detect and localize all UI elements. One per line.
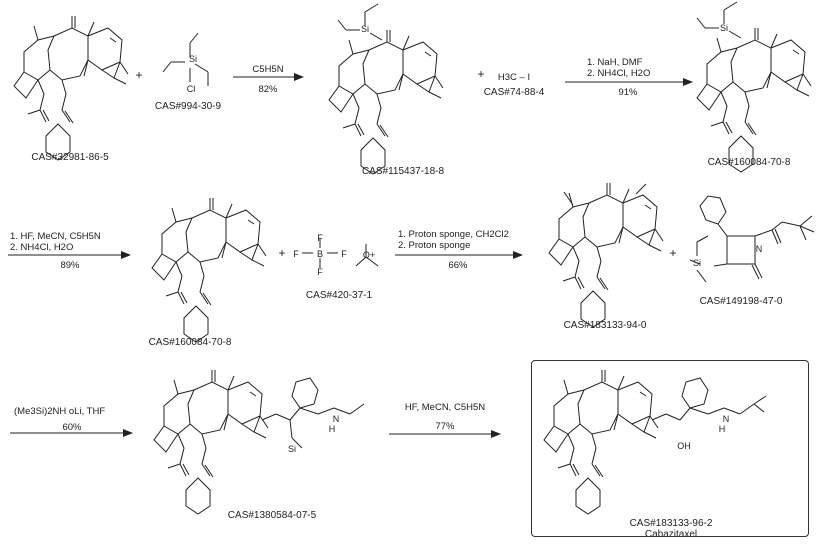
compound-c3-cas: CAS#115437-18-8 bbox=[361, 166, 445, 177]
compound-c8-structure bbox=[548, 182, 664, 328]
compound-c7-atom-f3: F bbox=[341, 249, 347, 259]
compound-c7-atom-f4: F bbox=[317, 267, 323, 277]
reaction-r1-condition-1: C5H5N bbox=[252, 64, 284, 75]
compound-c11-atom-n: N bbox=[722, 414, 730, 424]
compound-c7-atom-f2: F bbox=[293, 249, 299, 259]
reaction-r6-condition-1: HF, MeCN, C5H5N bbox=[404, 402, 486, 413]
compound-c3-atom-si: Si bbox=[360, 24, 370, 34]
compound-c1-cas: CAS#32981-86-5 bbox=[31, 152, 109, 163]
compound-c1-structure bbox=[13, 15, 129, 161]
compound-c7-atom-b: B bbox=[316, 249, 324, 259]
compound-c4-formula: H3C – I bbox=[497, 72, 531, 83]
product-highlight-box bbox=[531, 360, 809, 537]
compound-c10-atom-si: Si bbox=[287, 444, 297, 454]
reaction-r1-yield: 82% bbox=[258, 84, 278, 95]
compound-c10-structure bbox=[153, 369, 269, 515]
compound-c9-atom-n: N bbox=[755, 244, 763, 254]
compound-c2-cas: CAS#994-30-9 bbox=[154, 101, 222, 112]
reaction-r5-condition-1: (Me3Si)2NH oLi, THF bbox=[14, 406, 106, 417]
compound-c4-cas: CAS#74-88-4 bbox=[483, 87, 545, 98]
compound-c5-atom-si: Si bbox=[719, 23, 729, 33]
compound-c5-cas: CAS#160084-70-8 bbox=[707, 157, 791, 168]
compound-c5-structure bbox=[696, 27, 812, 173]
compound-c6-structure bbox=[151, 197, 267, 343]
compound-c7-cas: CAS#420-37-1 bbox=[305, 290, 373, 301]
plus-sign-1: + bbox=[135, 68, 143, 82]
reaction-r4-yield: 66% bbox=[448, 260, 468, 271]
compound-c2-atom-cl: Cl bbox=[186, 84, 196, 94]
reaction-r3-condition-1: 1. HF, MeCN, C5H5N bbox=[10, 231, 101, 242]
compound-c8-cas: CAS#183133-94-0 bbox=[563, 320, 647, 331]
reaction-r2-condition-2: 2. NH4Cl, H2O bbox=[587, 68, 651, 79]
compound-c9-structure bbox=[689, 195, 815, 283]
compound-c11-cas: CAS#183133-96-2 bbox=[629, 518, 713, 529]
compound-c2-atom-si: Si bbox=[188, 54, 198, 64]
reaction-r4-condition-1: 1. Proton sponge, CH2Cl2 bbox=[398, 229, 509, 240]
compound-c2-structure bbox=[162, 32, 209, 86]
reaction-r4-condition-2: 2. Proton sponge bbox=[398, 240, 471, 251]
compound-c11-name: Cabazitaxel bbox=[644, 529, 698, 540]
compound-c11-atom-oh: OH bbox=[677, 441, 691, 451]
reaction-r2-condition-1: 1. NaH, DMF bbox=[587, 57, 643, 68]
compound-c7-structure bbox=[302, 238, 379, 268]
compound-c6-cas: CAS#160084-70-8 bbox=[148, 337, 232, 348]
compound-c7-atom-f1: F bbox=[317, 233, 323, 243]
plus-sign-4: + bbox=[669, 246, 677, 260]
compound-c7-atom-oplus: O+ bbox=[362, 250, 376, 260]
compound-c9-cas: CAS#149198-47-0 bbox=[699, 296, 783, 307]
compound-c11-atom-h: H bbox=[718, 424, 726, 434]
compound-c3-structure bbox=[328, 29, 444, 175]
reaction-r6-yield: 77% bbox=[435, 421, 455, 432]
plus-sign-3: + bbox=[278, 246, 286, 260]
reaction-r3-yield: 89% bbox=[60, 260, 80, 271]
plus-sign-2: + bbox=[477, 67, 485, 81]
compound-c10-atom-h: H bbox=[328, 424, 336, 434]
compound-c9-atom-si: Si bbox=[692, 258, 702, 268]
compound-c10-cas: CAS#1380584-07-5 bbox=[227, 510, 317, 521]
reaction-r5-yield: 60% bbox=[62, 422, 82, 433]
compound-c10-atom-n: N bbox=[332, 414, 340, 424]
reaction-r2-yield: 91% bbox=[618, 87, 638, 98]
reaction-r3-condition-2: 2. NH4Cl, H2O bbox=[10, 242, 74, 253]
